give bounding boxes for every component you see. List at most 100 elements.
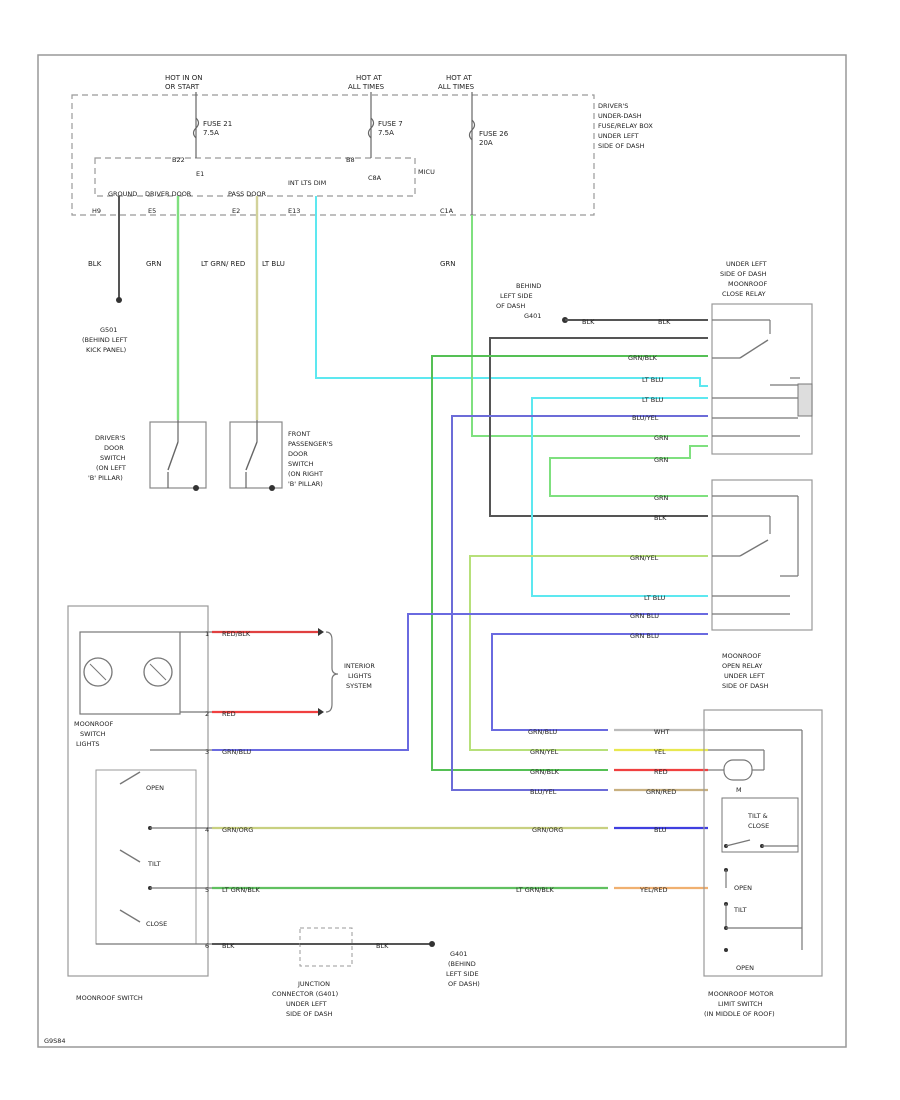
close-relay-wire-grn-2: GRN [654, 456, 669, 464]
g401-bottom-line-2: (BEHIND [448, 960, 476, 968]
junction-connector: JUNCTION CONNECTOR (G401) UNDER LEFT SID… [272, 980, 338, 1018]
motor-title-line-2: LIMIT SWITCH [718, 1000, 763, 1008]
driver-door-line-2: DOOR [104, 444, 124, 452]
switch-light-line-3: LIGHTS [76, 740, 100, 748]
front-passenger-door-switch: FRONT PASSENGER'S DOOR SWITCH (ON RIGHT … [229, 420, 333, 491]
front-door-line-5: (ON RIGHT [288, 470, 323, 478]
close-relay-wire-ltblu-2: LT BLU [642, 396, 664, 404]
front-door-line-3: DOOR [288, 450, 308, 458]
open-relay-wire-grnyel: GRN/YEL [630, 554, 659, 562]
motor-tilt-label: TILT [733, 906, 747, 914]
open-relay-wire-blk: BLK [654, 514, 667, 522]
close-relay-wire-blk-b: BLK [658, 318, 671, 326]
wire-redblk: RED/BLK [222, 630, 251, 638]
wire-grnblu: GRN/BLU [222, 748, 251, 756]
close-relay-line-1: UNDER LEFT [726, 260, 767, 268]
ground-out-label: GROUND [108, 190, 137, 198]
pin-e1: E1 [196, 170, 204, 178]
wire-blk-junction: BLK [376, 942, 389, 950]
pass-door-out-label: PASS DOOR [228, 190, 267, 198]
relay-wiring: BLK GRN/BLK LT BLU LT BLU LT BLU BLU/YEL… [212, 337, 708, 791]
wire-ltgrnblk: LT GRN/BLK [222, 886, 260, 894]
driver-door-line-5: 'B' PILLAR) [88, 474, 123, 482]
wire-blk: BLK [222, 942, 235, 950]
int-lights-line-1: INTERIOR [344, 662, 375, 670]
g401-line-3: OF DASH [496, 302, 525, 310]
front-door-line-6: 'B' PILLAR) [288, 480, 323, 488]
close-relay-wire-grn-1: GRN [654, 434, 669, 442]
hot-all-label-1b: ALL TIMES [348, 83, 385, 91]
motor-open-label: OPEN [734, 884, 752, 892]
motor-in-grnblu: GRN/BLU [528, 728, 557, 736]
driver-door-line-1: DRIVER'S [95, 434, 125, 442]
motor-in-grnyel: GRN/YEL [530, 748, 559, 756]
driver-door-switch: DRIVER'S DOOR SWITCH (ON LEFT 'B' PILLAR… [88, 420, 207, 491]
wire-grn-driver: GRN [146, 260, 162, 268]
tilt-close-line-1: TILT & [747, 812, 768, 820]
moonroof-switch: MOONROOF SWITCH LIGHTS OPEN TILT CLOSE M… [67, 605, 212, 1002]
pin-c8a: C8A [368, 174, 382, 182]
switch-close-label: CLOSE [146, 920, 167, 928]
wire-red: RED [222, 710, 236, 718]
close-relay-line-2: SIDE OF DASH [720, 270, 767, 278]
g401-bottom-ground: G401 (BEHIND LEFT SIDE OF DASH) [446, 950, 480, 988]
motor-m-label: M [736, 786, 742, 794]
g501-line-3: KICK PANEL) [86, 346, 126, 354]
switch-pin-3: 3 [205, 748, 209, 756]
close-relay-wire-ltblu-1: LT BLU [642, 376, 664, 384]
switch-light-line-1: MOONROOF [74, 720, 113, 728]
motor-title-line-3: (IN MIDDLE OF ROOF) [704, 1010, 775, 1018]
close-relay-line-4: CLOSE RELAY [722, 290, 766, 298]
open-relay-line-1: MOONROOF [722, 652, 761, 660]
switch-pin-6: 6 [205, 942, 209, 950]
close-relay-wire-bluyel: BLU/YEL [632, 414, 659, 422]
hot-all-label-1: HOT AT [356, 74, 383, 82]
fuse-box-desc-5: SIDE OF DASH [598, 142, 645, 150]
micu-label: MICU [418, 168, 435, 176]
g401-bottom-line-1: G401 [450, 950, 467, 958]
motor-in-ltgrnblk: LT GRN/BLK [516, 886, 554, 894]
fuse-7-label: FUSE 7 [378, 120, 403, 128]
motor-out-blu: BLU [654, 826, 667, 834]
motor-out-grnred: GRN/RED [646, 788, 676, 796]
switch-tilt-label: TILT [147, 860, 161, 868]
pin-h9: H9 [92, 207, 101, 215]
int-lights-line-3: SYSTEM [346, 682, 372, 690]
open-relay-line-2: OPEN RELAY [722, 662, 762, 670]
interior-lights-system: INTERIOR LIGHTS SYSTEM [325, 631, 375, 713]
g401-bottom-line-3: LEFT SIDE [446, 970, 479, 978]
open-relay-wire-grnblu-1: GRN BLU [630, 612, 659, 620]
driver-door-line-3: SWITCH [100, 454, 126, 462]
diagram-border [37, 54, 847, 1048]
g401-line-4: G401 [524, 312, 541, 320]
open-relay-line-3: UNDER LEFT [724, 672, 765, 680]
close-relay-wire-blk-a: BLK [582, 318, 595, 326]
open-relay-wire-grnblu-2: GRN BLU [630, 632, 659, 640]
motor-out-wht: WHT [654, 728, 669, 736]
fuse-box-desc-1: DRIVER'S [598, 102, 628, 110]
wire-ltgrnred: LT GRN/ RED [201, 260, 245, 268]
junction-line-3: UNDER LEFT [286, 1000, 327, 1008]
motor-connector-wires: GRN/BLU GRN/YEL GRN/BLK BLU/YEL WHT YEL … [516, 728, 708, 894]
front-door-line-2: PASSENGER'S [288, 440, 333, 448]
open-relay-line-4: SIDE OF DASH [722, 682, 769, 690]
pin-e13: E13 [288, 207, 300, 215]
fuse-box-output-wires: BLK GRN LT GRN/ RED LT BLU GRN [88, 196, 708, 437]
motor-out-red: RED [654, 768, 668, 776]
driver-door-out-label: DRIVER DOOR [145, 190, 192, 198]
pin-e5: E5 [148, 207, 156, 215]
switch-light-line-2: SWITCH [80, 730, 106, 738]
wire-grnorg: GRN/ORG [222, 826, 253, 834]
switch-output-wires: RED/BLK RED GRN/BLU GRN/ORG LT GRN/BLK B… [212, 628, 608, 967]
open-relay-wire-grn: GRN [654, 494, 669, 502]
g401-close-relay-ground: BEHIND LEFT SIDE OF DASH G401 BLK BLK [496, 282, 708, 326]
switch-pin-4: 4 [205, 826, 209, 834]
fuse-26-label: FUSE 26 [479, 130, 509, 138]
fuse-26-rating: 20A [479, 139, 493, 147]
int-lights-line-2: LIGHTS [348, 672, 372, 680]
fuse-21-label: FUSE 21 [203, 120, 232, 128]
junction-line-2: CONNECTOR (G401) [272, 990, 338, 998]
pin-c1a: C1A [440, 207, 454, 215]
switch-pin-5: 5 [205, 886, 209, 894]
